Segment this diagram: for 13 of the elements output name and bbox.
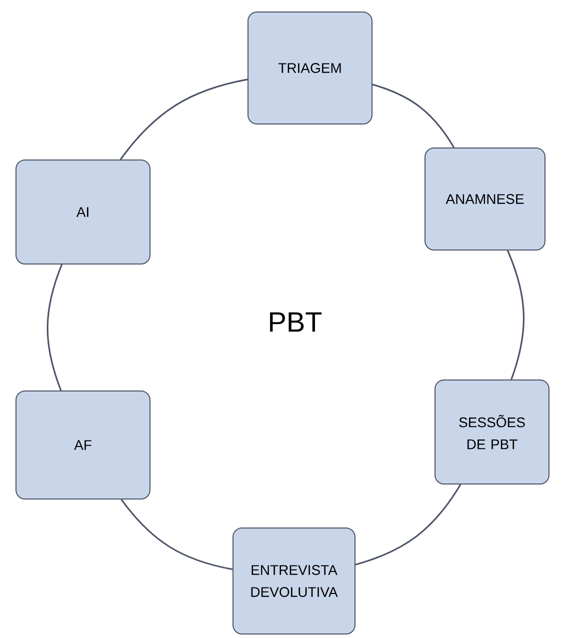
connector-arc	[372, 84, 455, 148]
center-label: PBT	[270, 312, 322, 332]
process-box: ENTREVISTA DEVOLUTIVA	[232, 528, 356, 634]
process-box: AI	[16, 160, 150, 264]
process-box: TRIAGEM	[248, 12, 372, 124]
connector-arc	[120, 499, 233, 570]
process-box: ANAMNESE	[424, 148, 546, 250]
connector-arc	[355, 484, 462, 566]
process-box: AF	[16, 390, 150, 500]
connector-arc	[506, 250, 524, 380]
connector-arc	[120, 78, 248, 160]
connector-arc	[46, 264, 63, 391]
process-box: SESSÕES DE PBT	[434, 380, 550, 484]
